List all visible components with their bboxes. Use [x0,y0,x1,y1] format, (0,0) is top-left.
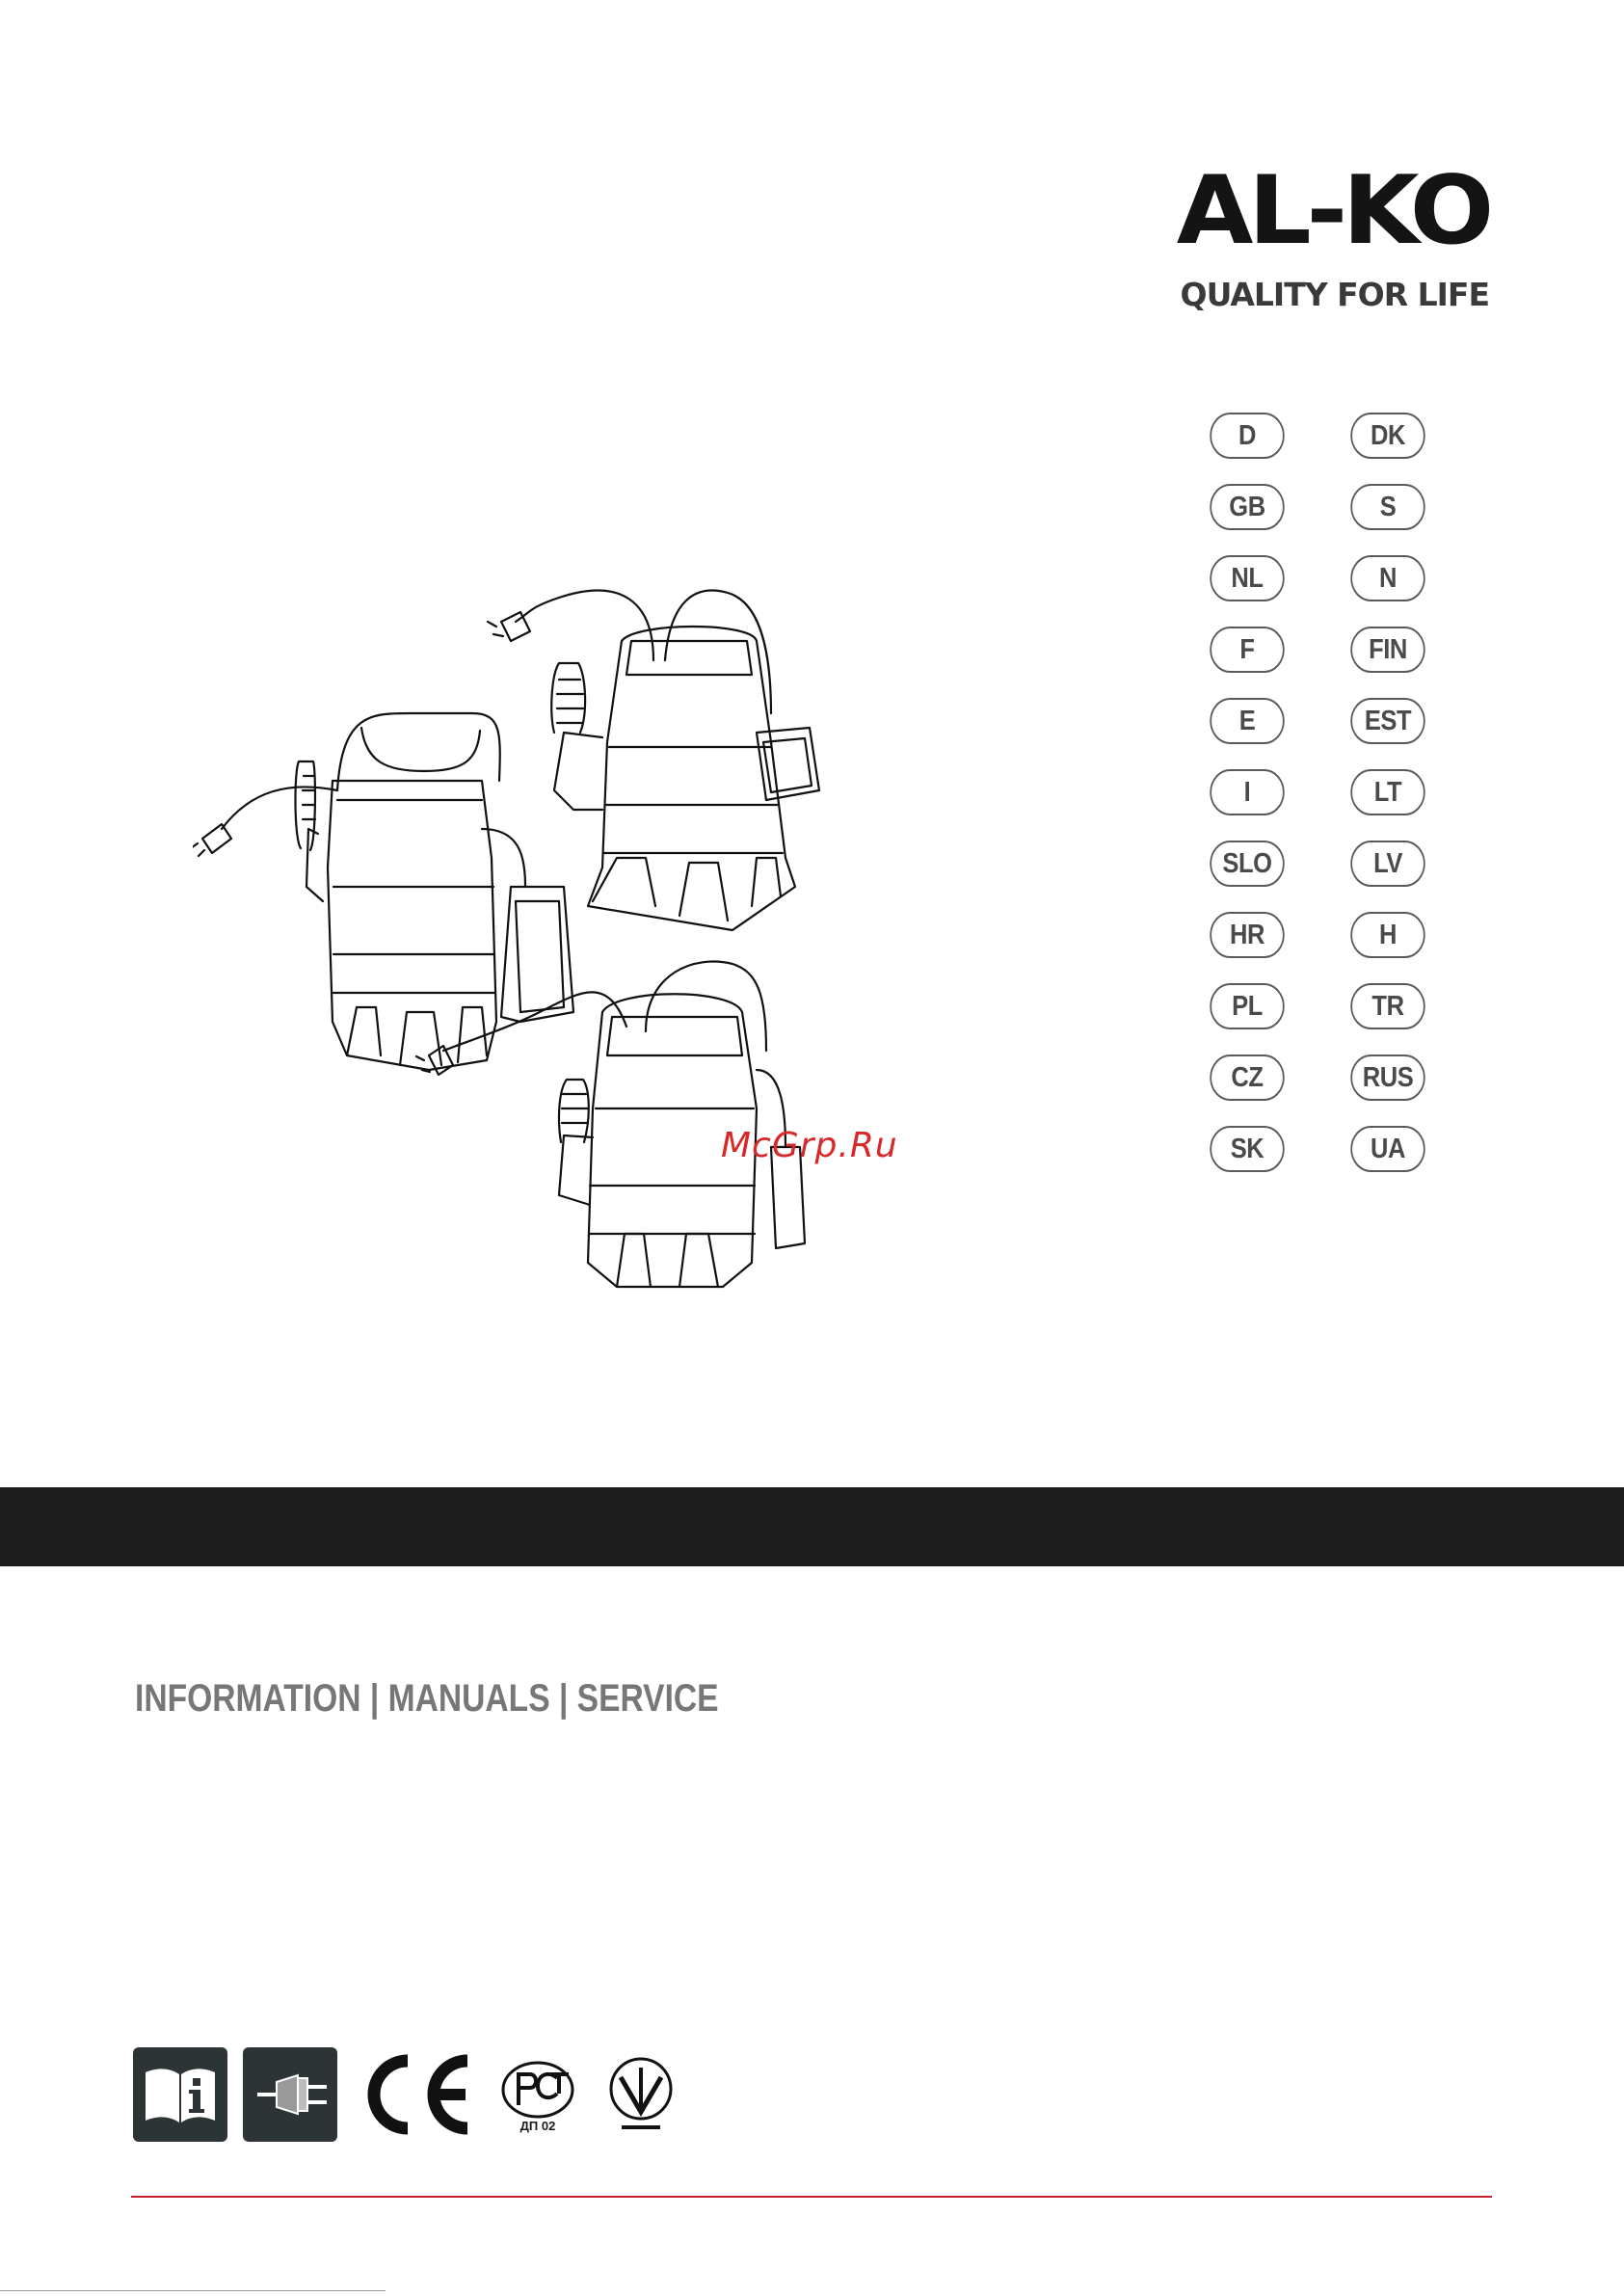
lang-badge-gb: GB [1210,484,1284,530]
lang-badge-lt: LT [1350,769,1424,815]
pump-top-drawing [488,591,819,930]
lang-badge-lv: LV [1350,841,1424,887]
lang-badge-rus: RUS [1350,1055,1424,1101]
lang-badge-cz: CZ [1210,1055,1284,1101]
dark-band [0,1487,1624,1566]
lang-badge-pl: PL [1210,983,1284,1029]
alko-logo: AL-KO [1135,164,1490,258]
lang-badge-f: F [1210,627,1284,673]
watermark: McGrp.Ru [721,1126,898,1165]
plug-icon [243,2047,337,2142]
lang-badge-s: S [1350,484,1424,530]
ukr-mark-icon [598,2047,684,2142]
ce-mark-icon [353,2047,478,2142]
info-manuals-service: INFORMATION | MANUALS | SERVICE [135,1677,719,1721]
language-list: D DK GB S NL N F FIN E EST I LT SLO LV H… [1205,413,1436,1172]
lang-badge-nl: NL [1210,555,1284,601]
manual-info-icon [133,2047,227,2142]
info-separator: | [361,1677,388,1720]
red-divider [131,2196,1492,2198]
info-separator: | [550,1677,577,1720]
rst-mark-label: ДП 02 [520,2119,556,2133]
certification-icons: ДП 02 [133,2046,684,2143]
lang-badge-sk: SK [1210,1126,1284,1172]
lang-badge-d: D [1210,413,1284,459]
info-label-manuals: MANUALS [388,1677,550,1720]
lang-badge-hr: HR [1210,912,1284,958]
lang-badge-ua: UA [1350,1126,1424,1172]
info-label-information: INFORMATION [135,1677,361,1720]
pump-bottom-drawing [416,962,805,1287]
lang-badge-fin: FIN [1350,627,1424,673]
lang-badge-h: H [1350,912,1424,958]
lang-badge-tr: TR [1350,983,1424,1029]
lang-badge-est: EST [1350,698,1424,744]
brand-tagline: QUALITY FOR LIFE [1152,276,1489,313]
info-label-service: SERVICE [577,1677,719,1720]
lang-badge-i: I [1210,769,1284,815]
lang-badge-e: E [1210,698,1284,744]
pump-illustration [193,569,925,1301]
pump-left-drawing [193,713,573,1070]
lang-badge-n: N [1350,555,1424,601]
brand-block: AL-KO QUALITY FOR LIFE [1152,164,1489,313]
lang-badge-slo: SLO [1210,841,1284,887]
lang-badge-dk: DK [1350,413,1424,459]
rst-mark-icon: ДП 02 [493,2047,582,2142]
bottom-divider [0,2290,386,2291]
